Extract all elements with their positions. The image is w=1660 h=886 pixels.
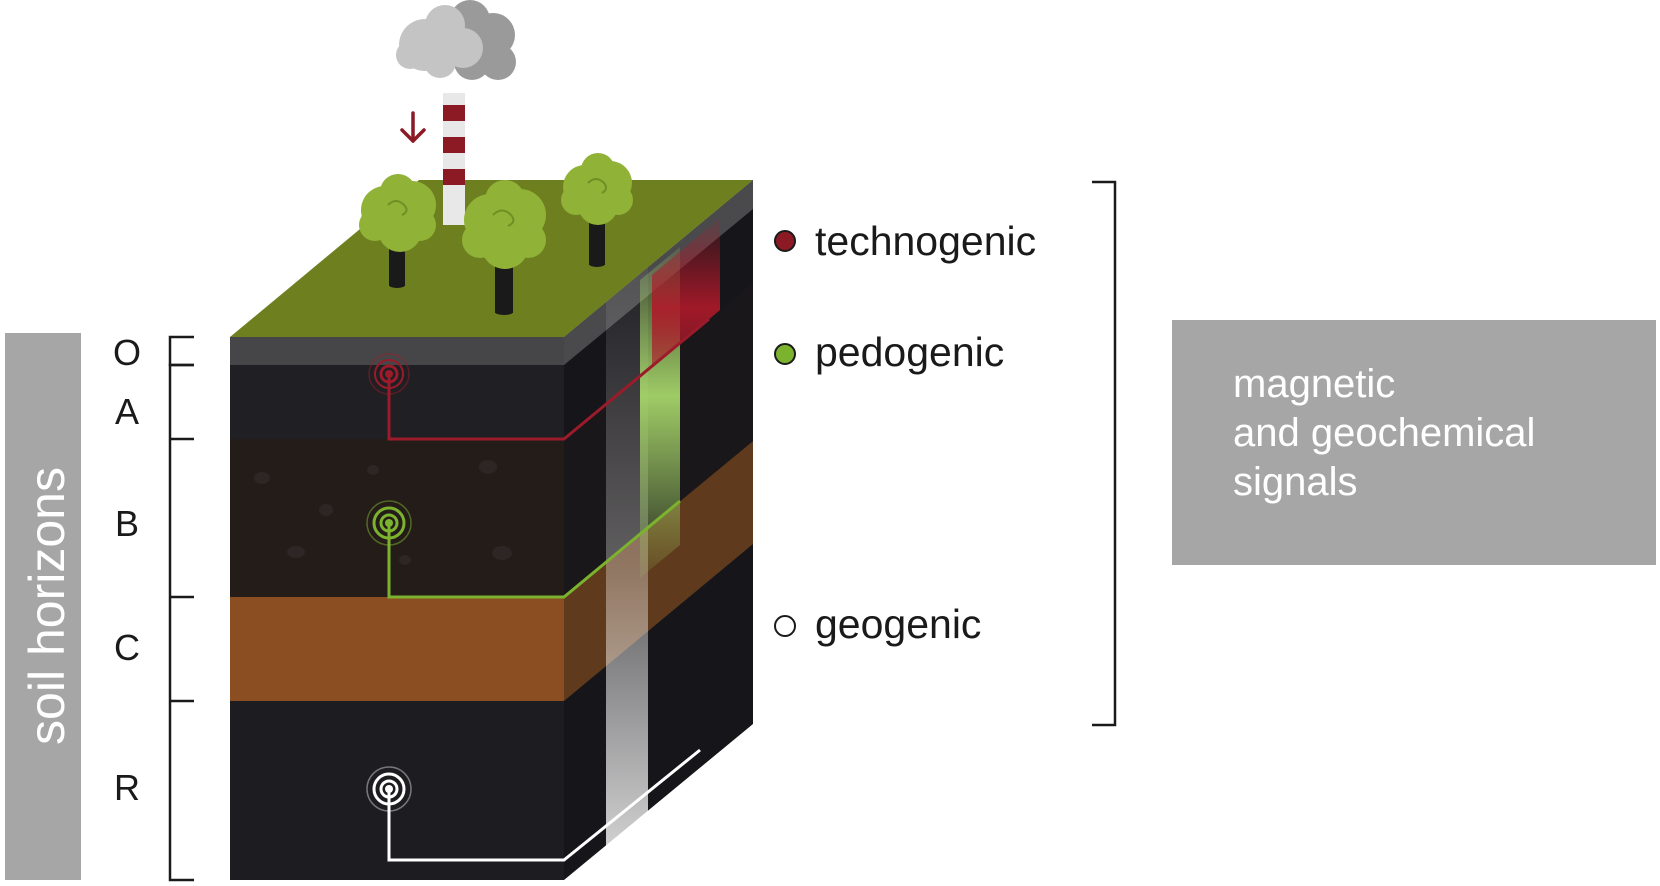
horizon-letter-c: C	[114, 627, 140, 668]
deposition-arrow-icon	[400, 111, 426, 143]
technogenic-dot-icon	[774, 230, 796, 252]
bracket-o	[168, 335, 194, 367]
soil-horizons-label-box	[5, 333, 81, 880]
geogenic-line	[387, 748, 701, 862]
geogenic-dot-icon	[774, 615, 796, 637]
pedogenic-marker	[366, 500, 412, 546]
legend: technogenic pedogenic geogenic	[774, 218, 1036, 647]
signals-line-1: magnetic	[1233, 362, 1395, 406]
horizon-letter-o: O	[113, 332, 141, 373]
signals-box-bg	[1172, 320, 1656, 565]
legend-item-technogenic: technogenic	[774, 218, 1036, 264]
technogenic-marker	[368, 353, 410, 395]
legend-item-pedogenic: pedogenic	[774, 329, 1004, 375]
signals-line-3: signals	[1233, 460, 1358, 504]
technogenic-line	[387, 317, 710, 441]
tree-icon	[359, 174, 436, 288]
b-layer-pebbles	[254, 460, 512, 565]
chimney-icon	[443, 93, 465, 225]
legend-item-geogenic: geogenic	[774, 601, 981, 647]
legend-label-geogenic: geogenic	[815, 601, 981, 647]
soil-block	[230, 180, 753, 880]
pedogenic-dot-icon	[774, 343, 796, 365]
front-o-layer	[230, 337, 564, 365]
legend-label-pedogenic: pedogenic	[815, 329, 1004, 375]
geogenic-column	[606, 265, 648, 880]
horizon-bracket	[168, 335, 194, 882]
soil-horizons-label: soil horizons	[5, 333, 81, 880]
bracket-main	[168, 363, 194, 882]
soil-horizons-text: soil horizons	[19, 467, 75, 745]
signals-line-2: and geochemical	[1233, 411, 1535, 455]
tree-icon	[561, 153, 633, 267]
legend-label-technogenic: technogenic	[815, 218, 1036, 264]
tree-icon	[462, 180, 546, 315]
signal-lines	[387, 317, 710, 862]
signals-bracket	[1092, 180, 1117, 727]
technogenic-column	[652, 218, 720, 368]
pedogenic-line	[387, 499, 681, 599]
horizon-letter-a: A	[115, 391, 139, 432]
smoke-cloud-icon	[396, 0, 516, 80]
geogenic-marker	[366, 766, 412, 812]
signals-box: magnetic and geochemical signals	[1172, 320, 1656, 565]
horizon-letter-b: B	[115, 503, 139, 544]
front-c-layer	[230, 597, 564, 701]
horizon-letter-r: R	[114, 767, 140, 808]
